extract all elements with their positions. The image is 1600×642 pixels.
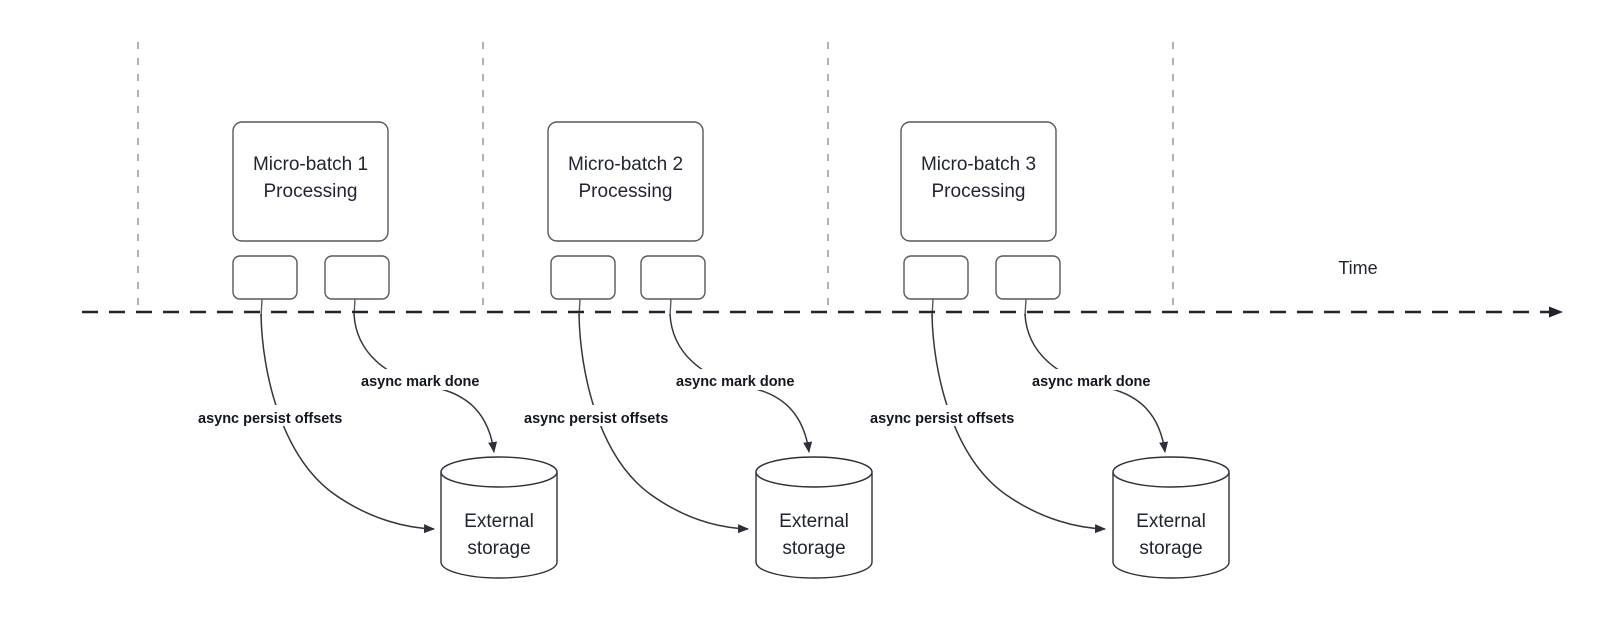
- micro-batch-1-persist-offsets-label: async persist offsets: [198, 411, 342, 427]
- external-storage-2-label-line2: storage: [782, 538, 845, 559]
- micro-batch-3-mark-done-label: async mark done: [1032, 374, 1150, 390]
- micro-batch-2-persist-offsets-arrow: [578, 313, 749, 534]
- micro-batch-1-mark-done-label: async mark done: [361, 374, 479, 390]
- label-backdrop-3a: [1030, 369, 1172, 390]
- micro-batch-1-persist-offsets-arrow: [260, 313, 435, 534]
- label-backdrop-2b: [522, 405, 698, 426]
- micro-batch-2-label-line2: Processing: [579, 181, 673, 202]
- micro-batch-1-process-box[interactable]: [232, 121, 389, 242]
- label-backdrop-2a: [674, 369, 816, 390]
- micro-batch-2-persist-offsets-label: async persist offsets: [524, 411, 668, 427]
- batch-group-1: Micro-batch 1 Processing async mark done…: [196, 121, 558, 579]
- micro-batch-3-persist-offsets-arrow: [931, 313, 1106, 534]
- micro-batch-3-task-box-a[interactable]: [903, 255, 969, 300]
- micro-batch-1-label-line1: Micro-batch 1: [253, 154, 368, 175]
- timeline-axis-label: Time: [1338, 258, 1377, 278]
- micro-batch-2-label-line1: Micro-batch 2: [568, 154, 683, 175]
- micro-batch-2-process-box[interactable]: [547, 121, 704, 242]
- external-storage-1-label-line2: storage: [467, 538, 530, 559]
- micro-batch-3-persist-offsets-label: async persist offsets: [870, 411, 1014, 427]
- external-storage-2-label-line1: External: [779, 511, 849, 532]
- batch-group-3: Micro-batch 3 Processing async mark done…: [868, 121, 1230, 579]
- external-storage-3[interactable]: External storage: [1112, 456, 1230, 579]
- micro-batch-1-task-box-a[interactable]: [232, 255, 298, 300]
- micro-batch-3-task-box-b[interactable]: [995, 255, 1061, 300]
- timeline-axis: Time: [82, 258, 1563, 318]
- label-backdrop-1b: [196, 405, 372, 426]
- label-backdrop-1a: [359, 369, 501, 390]
- micro-batch-2-mark-done-label: async mark done: [676, 374, 794, 390]
- micro-batch-2-task-box-b[interactable]: [640, 255, 706, 300]
- micro-batch-1-label-line2: Processing: [264, 181, 358, 202]
- micro-batch-2-task-box-a[interactable]: [550, 255, 616, 300]
- micro-batch-2-stem-b: [669, 298, 672, 317]
- micro-batch-3-process-box[interactable]: [900, 121, 1057, 242]
- micro-batch-3-stem-b: [1024, 298, 1027, 317]
- external-storage-1[interactable]: External storage: [440, 456, 558, 579]
- external-storage-3-label-line1: External: [1136, 511, 1206, 532]
- label-backdrop-3b: [868, 405, 1044, 426]
- external-storage-2[interactable]: External storage: [755, 456, 873, 579]
- micro-batch-3-label-line1: Micro-batch 3: [921, 154, 1036, 175]
- external-storage-1-label-line1: External: [464, 511, 534, 532]
- batch-group-2: Micro-batch 2 Processing async mark done…: [522, 121, 873, 579]
- micro-batch-1-stem-b: [353, 298, 356, 317]
- micro-batch-3-label-line2: Processing: [932, 181, 1026, 202]
- separator-group: [137, 42, 1174, 312]
- external-storage-3-label-line2: storage: [1139, 538, 1202, 559]
- micro-batch-1-task-box-b[interactable]: [324, 255, 390, 300]
